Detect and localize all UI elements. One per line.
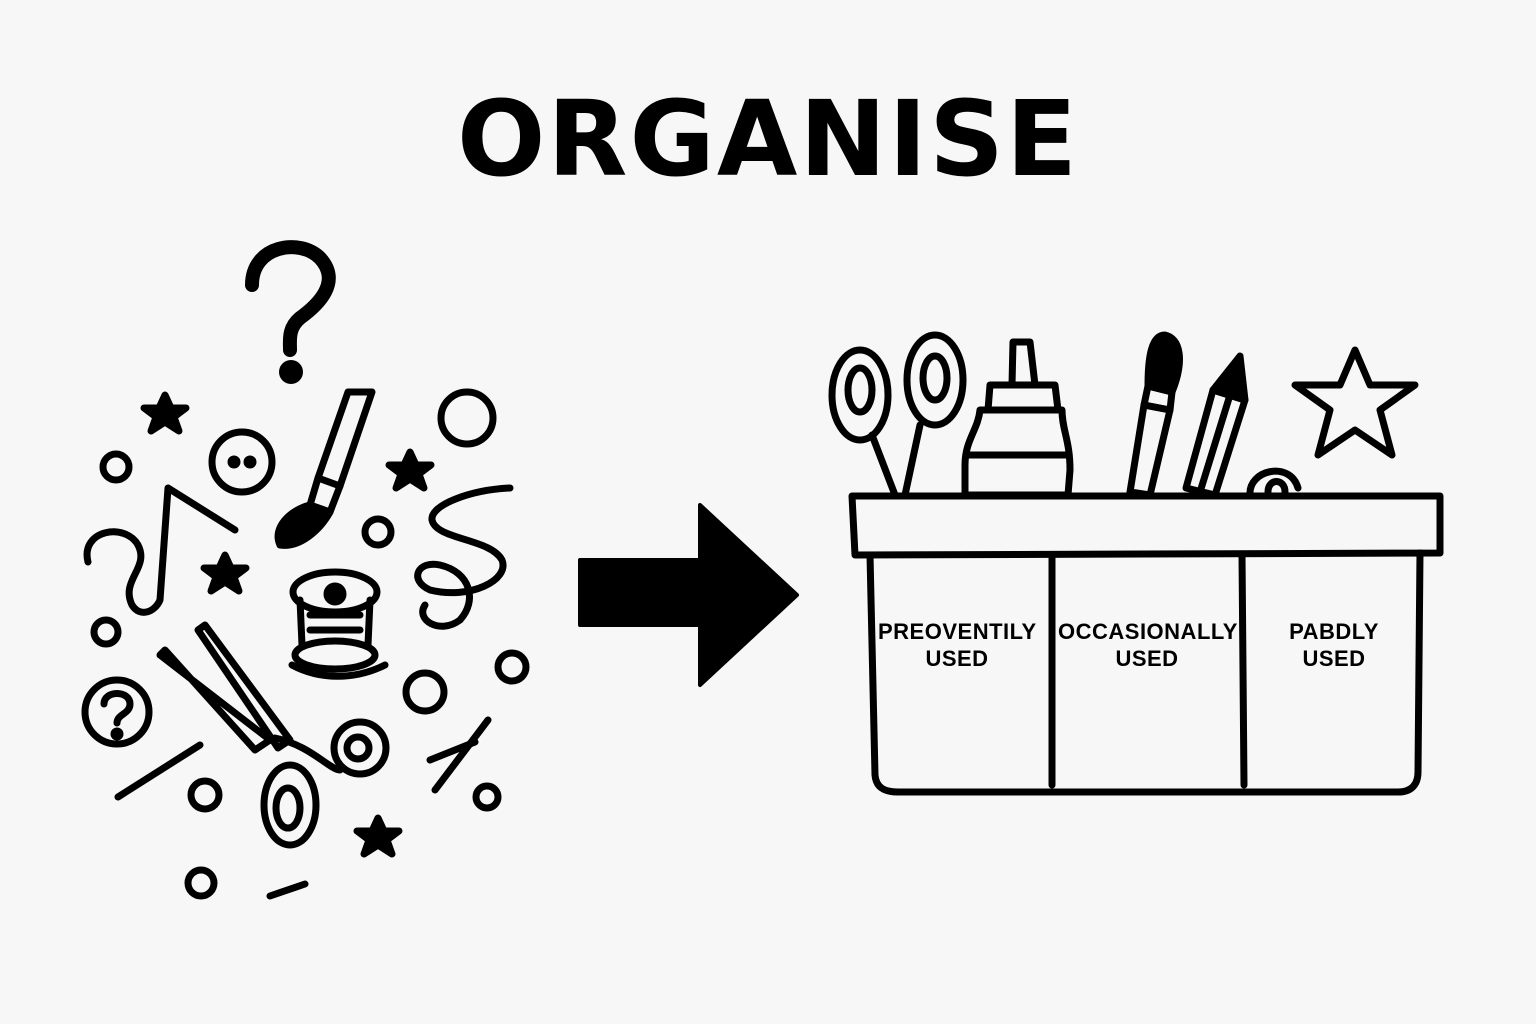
- pencil-icon: [1182, 352, 1249, 499]
- circle-icon: [472, 782, 502, 812]
- star-icon: [1291, 346, 1419, 459]
- scissors-icon: [156, 621, 390, 849]
- storage-container: [848, 492, 1444, 796]
- circle-icon: [361, 515, 395, 549]
- dash-icon: [114, 741, 204, 801]
- bin-label-line2: USED: [1302, 646, 1366, 671]
- circle-icon: [99, 450, 133, 484]
- right-arrow-icon: [578, 503, 799, 687]
- paintbrush-icon: [1126, 331, 1183, 499]
- bin-label-rarely: PABDLY USED: [1250, 618, 1418, 672]
- tape-roll-icon: [1246, 467, 1302, 499]
- star-icon: [385, 448, 435, 492]
- circle-icon: [187, 777, 223, 813]
- star-icon: [200, 551, 250, 595]
- question-mark-icon: [81, 676, 153, 748]
- button-icon: [208, 428, 276, 496]
- circle-icon: [184, 866, 218, 900]
- container-rim: [848, 492, 1444, 559]
- circle-icon: [402, 669, 448, 715]
- container-body: [866, 549, 1424, 796]
- circle-icon: [494, 649, 530, 685]
- bin-label-line1: PREOVENTILY: [878, 619, 1037, 644]
- bin-label-occasionally: OCCASIONALLY USED: [1058, 618, 1238, 672]
- star-icon: [353, 814, 403, 858]
- dash-icon: [426, 716, 492, 794]
- paintbrush-icon: [274, 388, 376, 549]
- question-mark-icon: [245, 240, 336, 384]
- circle-icon: [437, 388, 497, 448]
- squiggle-icon: [414, 484, 514, 630]
- bin-label-line1: PABDLY: [1289, 619, 1379, 644]
- bin-label-frequently: PREOVENTILY USED: [878, 618, 1036, 672]
- thread-spool-icon: [288, 568, 389, 680]
- clutter-group: [81, 240, 530, 900]
- bin-divider: [1238, 551, 1248, 789]
- bin-label-line1: OCCASIONALLY: [1058, 619, 1238, 644]
- page-title: ORGANISE: [456, 78, 1080, 200]
- container-items: [828, 331, 1419, 499]
- question-mark-icon: [83, 484, 239, 616]
- circle-icon: [90, 616, 122, 648]
- bin-label-line2: USED: [1115, 646, 1179, 671]
- glue-bottle-icon: [961, 338, 1074, 499]
- bin-label-line2: USED: [925, 646, 989, 671]
- dash-icon: [266, 880, 309, 900]
- scissors-icon: [828, 331, 967, 499]
- star-icon: [140, 391, 190, 435]
